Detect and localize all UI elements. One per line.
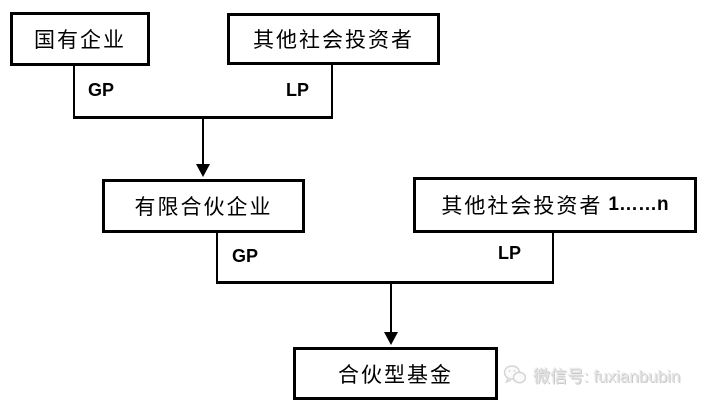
watermark-text: 微信号: fuxianbubin [533, 367, 681, 386]
connector-bottom-horizontal [216, 281, 554, 284]
box-other-social-investors-label: 其他社会投资者 [253, 28, 414, 52]
role-label-lp-bottom: LP [498, 243, 522, 263]
role-label-lp-top: LP [286, 80, 310, 100]
box-partnership-fund-label: 合伙型基金 [338, 362, 453, 387]
box-limited-partnership-enterprise-label: 有限合伙企业 [134, 195, 273, 219]
connector-lp-top-vertical [331, 65, 333, 118]
arrow-to-limited-partnership-head [196, 164, 210, 177]
role-label-gp-bottom: GP [232, 246, 259, 266]
box-other-social-investors-n: 其他社会投资者 1……n [413, 177, 697, 233]
role-label-gp-top: GP [88, 80, 115, 100]
connector-lp-bottom-vertical [552, 233, 554, 283]
box-partnership-fund: 合伙型基金 [293, 347, 498, 400]
connector-top-horizontal [73, 116, 333, 119]
arrow-to-limited-partnership-shaft [202, 119, 204, 167]
arrow-to-partnership-fund-head [384, 332, 398, 345]
arrow-to-partnership-fund-shaft [390, 284, 392, 334]
box-other-social-investors-n-suffix: 1……n [608, 194, 669, 215]
box-other-social-investors-n-label: 其他社会投资者 [441, 194, 603, 218]
connector-gp-top-vertical [73, 66, 75, 118]
box-limited-partnership-enterprise: 有限合伙企业 [102, 179, 305, 233]
box-other-social-investors: 其他社会投资者 [227, 13, 440, 65]
watermark: 微信号: fuxianbubin [503, 362, 680, 387]
box-state-owned-enterprise: 国有企业 [10, 12, 150, 66]
wechat-icon [503, 364, 527, 386]
connector-gp-bottom-vertical [216, 233, 218, 283]
box-state-owned-enterprise-label: 国有企业 [34, 28, 126, 52]
